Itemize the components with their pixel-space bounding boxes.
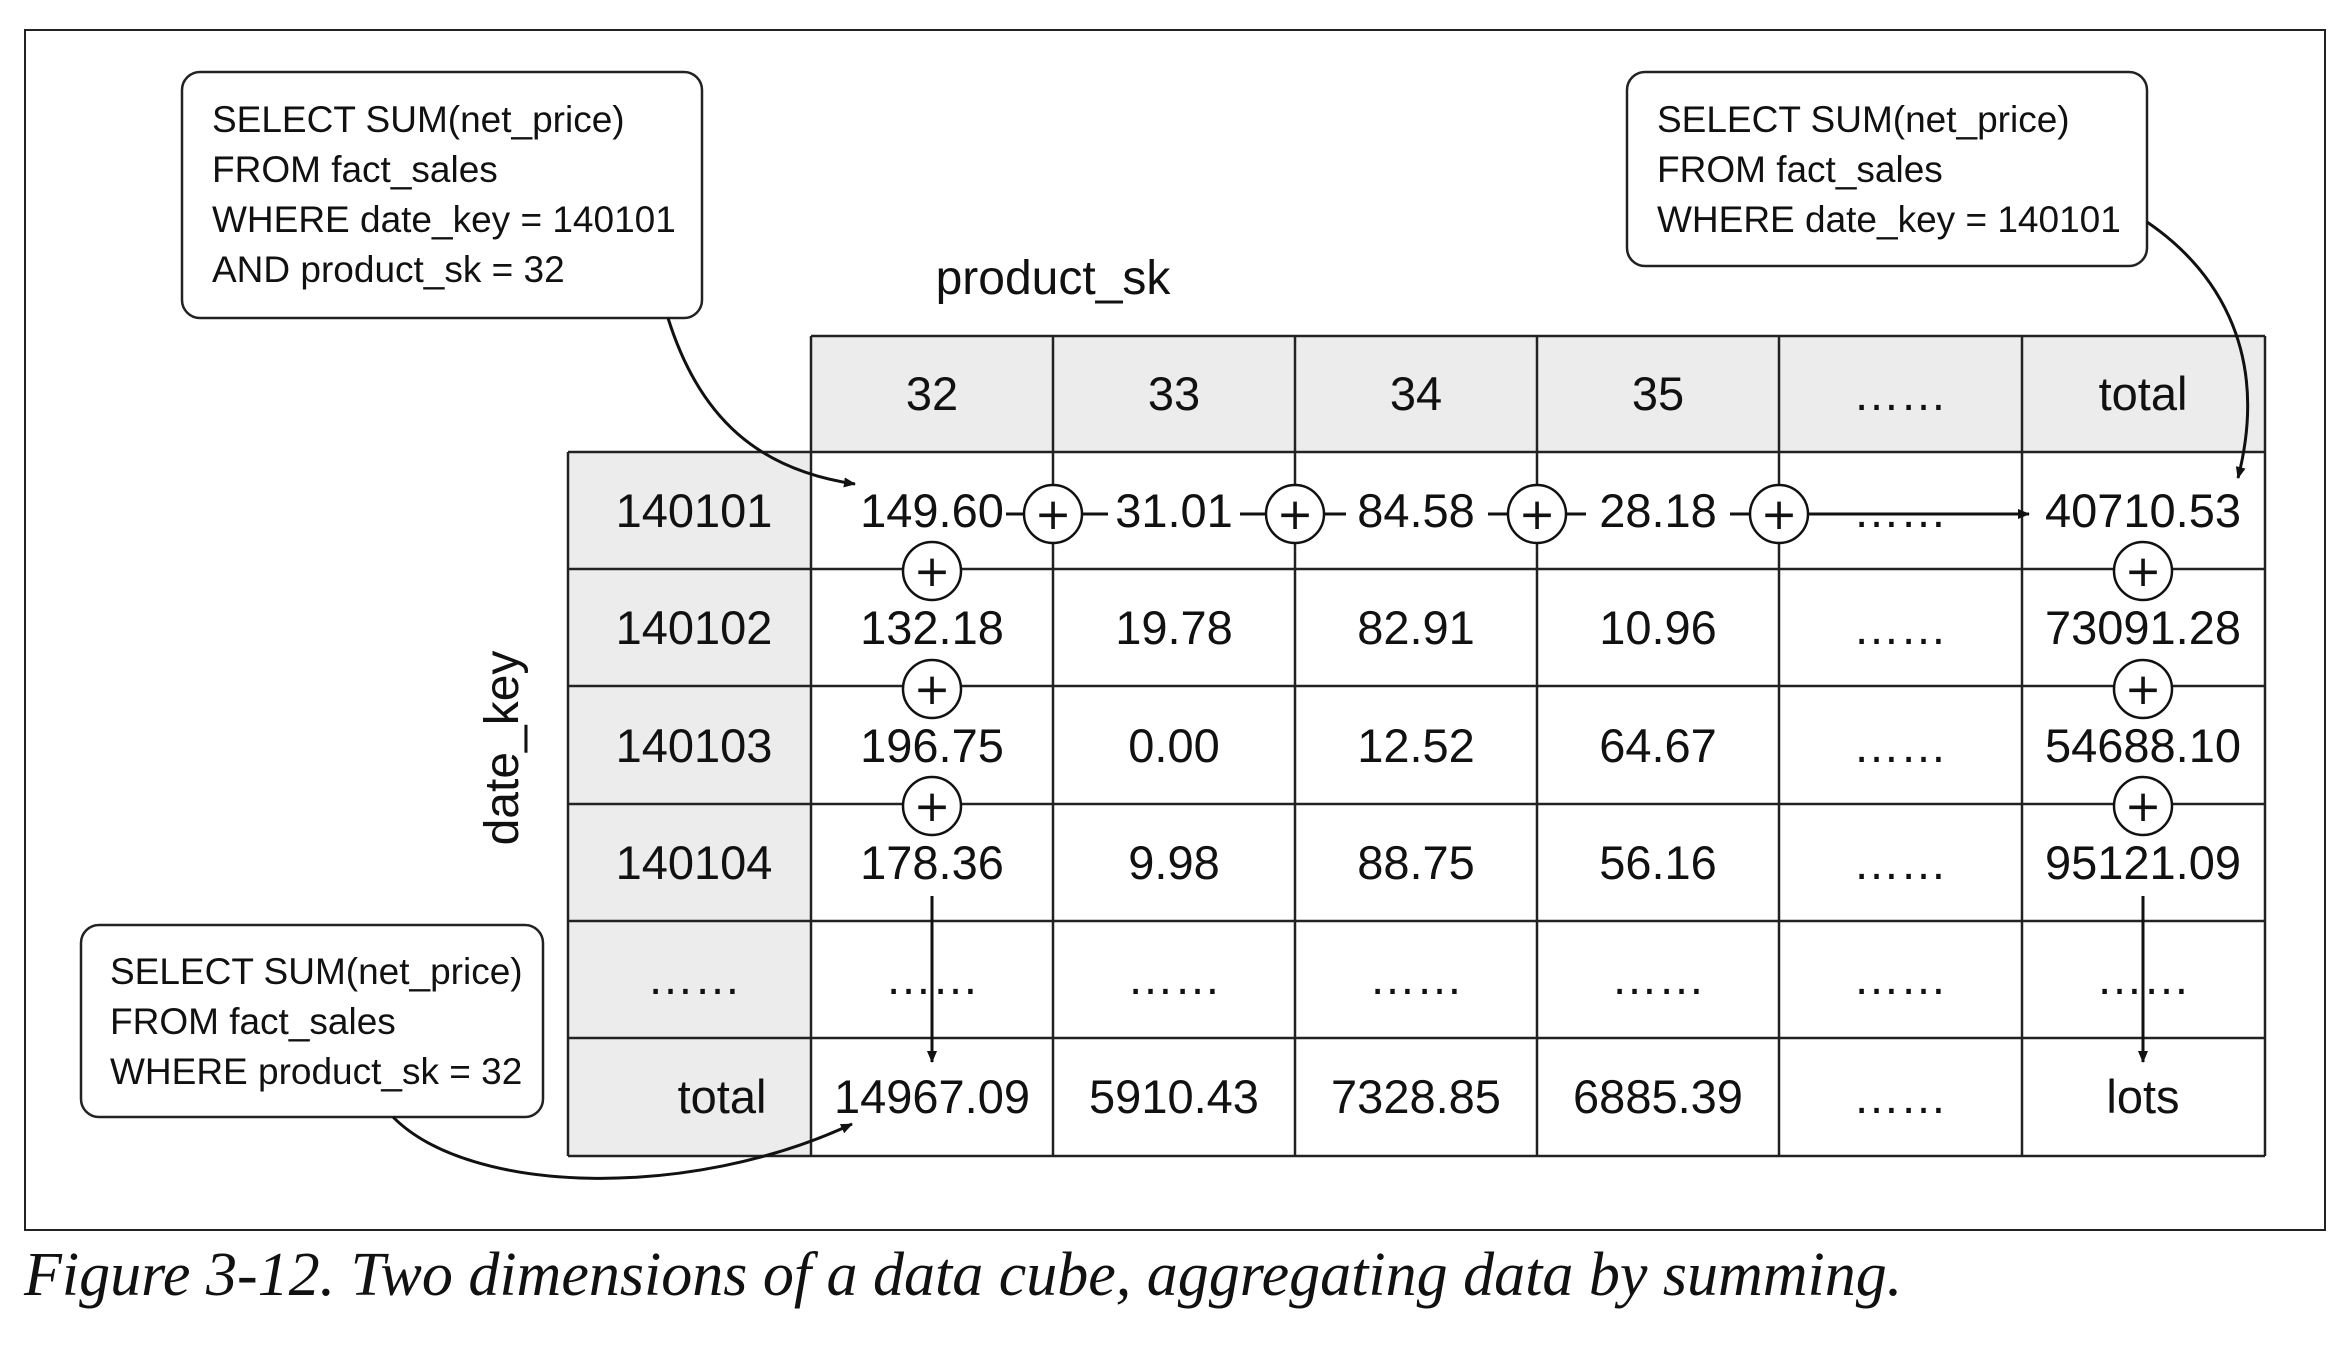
table-cell: 0.00 bbox=[1128, 719, 1219, 772]
table-cell: …… bbox=[1369, 951, 1463, 1004]
table-grid bbox=[566, 334, 2267, 1158]
column-header: 35 bbox=[1632, 367, 1684, 420]
row-header: 140102 bbox=[616, 601, 773, 654]
table-cell: …… bbox=[1853, 951, 1947, 1004]
callout-line: SELECT SUM(net_price) bbox=[1657, 99, 2070, 140]
figure-frame bbox=[24, 29, 2326, 1231]
cell-query-callout: SELECT SUM(net_price) FROM fact_sales WH… bbox=[180, 70, 704, 320]
table-cell: 54688.10 bbox=[2045, 719, 2241, 772]
table-cell: …… bbox=[1853, 719, 1947, 772]
callout-line: SELECT SUM(net_price) bbox=[212, 99, 625, 140]
table-cell: …… bbox=[1127, 951, 1221, 1004]
row-header: …… bbox=[647, 951, 741, 1004]
row-header: 140104 bbox=[616, 836, 773, 889]
table-cell: 196.75 bbox=[860, 719, 1004, 772]
table-cell: 82.91 bbox=[1357, 601, 1475, 654]
svg-text:+: + bbox=[2125, 664, 2162, 715]
svg-text:+: + bbox=[1761, 489, 1798, 540]
table-cell: …… bbox=[1853, 836, 1947, 889]
column-header: 33 bbox=[1148, 367, 1200, 420]
table-cell: 64.67 bbox=[1599, 719, 1717, 772]
table-cell: 132.18 bbox=[860, 601, 1004, 654]
plus-operator: + bbox=[1022, 483, 1084, 545]
table-cell: 9.98 bbox=[1128, 836, 1219, 889]
table-cell: …… bbox=[1853, 484, 1947, 537]
plus-operator: + bbox=[901, 658, 963, 720]
table-row: total 14967.09 5910.43 7328.85 6885.39 …… bbox=[678, 1070, 2180, 1123]
plus-operator: + bbox=[2112, 540, 2174, 602]
table-cell: 73091.28 bbox=[2045, 601, 2241, 654]
column-query-callout: SELECT SUM(net_price) FROM fact_sales WH… bbox=[79, 923, 545, 1119]
plus-operator: + bbox=[2112, 775, 2174, 837]
table-cell: 40710.53 bbox=[2045, 484, 2241, 537]
plus-operator: + bbox=[901, 540, 963, 602]
plus-operator: + bbox=[1748, 483, 1810, 545]
plus-operator: + bbox=[1506, 483, 1568, 545]
svg-text:+: + bbox=[914, 664, 951, 715]
table-cell: …… bbox=[1611, 951, 1705, 1004]
table-cell: 6885.39 bbox=[1573, 1070, 1743, 1123]
plus-operator: + bbox=[901, 775, 963, 837]
column-header: 32 bbox=[906, 367, 958, 420]
table-cell: 84.58 bbox=[1357, 484, 1475, 537]
table-cell: 19.78 bbox=[1115, 601, 1233, 654]
column-header: 34 bbox=[1390, 367, 1442, 420]
table-row: 140102 132.18 19.78 82.91 10.96 …… 73091… bbox=[616, 601, 2241, 654]
column-headers: 32 33 34 35 …… total bbox=[906, 367, 2188, 420]
callout-line: FROM fact_sales bbox=[110, 1001, 396, 1042]
row-header: total bbox=[678, 1070, 767, 1123]
callout-line: WHERE date_key = 140101 bbox=[212, 199, 676, 240]
table-cell: 5910.43 bbox=[1089, 1070, 1259, 1123]
table-row: 140103 196.75 0.00 12.52 64.67 …… 54688.… bbox=[616, 719, 2241, 772]
table-cell: 14967.09 bbox=[834, 1070, 1030, 1123]
callout-line: WHERE product_sk = 32 bbox=[110, 1051, 522, 1092]
table-cell: 10.96 bbox=[1599, 601, 1717, 654]
row-query-callout: SELECT SUM(net_price) FROM fact_sales WH… bbox=[1625, 70, 2149, 268]
table-cell: …… bbox=[1853, 601, 1947, 654]
callout-line: WHERE date_key = 140101 bbox=[1657, 199, 2121, 240]
row-header: 140103 bbox=[616, 719, 773, 772]
svg-text:+: + bbox=[1277, 489, 1314, 540]
figure-caption: Figure 3-12. Two dimensions of a data cu… bbox=[24, 1241, 1903, 1309]
table-cell: 7328.85 bbox=[1331, 1070, 1501, 1123]
date-key-axis-label: date_key bbox=[476, 651, 529, 846]
product-sk-axis-label: product_sk bbox=[936, 252, 1172, 305]
table-cell: 31.01 bbox=[1115, 484, 1233, 537]
svg-text:+: + bbox=[1035, 489, 1072, 540]
column-query-arrow bbox=[391, 1115, 853, 1180]
svg-text:+: + bbox=[914, 546, 951, 597]
table-cell: 149.60 bbox=[860, 484, 1004, 537]
callout-line: SELECT SUM(net_price) bbox=[110, 951, 523, 992]
svg-text:+: + bbox=[914, 781, 951, 832]
table-row: …… …… …… …… …… …… …… bbox=[647, 951, 2190, 1004]
table-cell: 95121.09 bbox=[2045, 836, 2241, 889]
svg-text:+: + bbox=[2125, 546, 2162, 597]
table-cell: 56.16 bbox=[1599, 836, 1717, 889]
cell-query-arrow bbox=[666, 317, 856, 488]
plus-operator: + bbox=[2112, 658, 2174, 720]
table-cell: lots bbox=[2106, 1070, 2179, 1123]
table-cell: 178.36 bbox=[860, 836, 1004, 889]
plus-operator: + bbox=[1264, 483, 1326, 545]
callout-line: AND product_sk = 32 bbox=[212, 249, 565, 290]
callout-line: FROM fact_sales bbox=[212, 149, 498, 190]
row-query-arrow bbox=[2146, 220, 2249, 479]
table-row: 140101 149.60 31.01 84.58 28.18 …… 40710… bbox=[616, 484, 2241, 537]
svg-text:+: + bbox=[1519, 489, 1556, 540]
svg-text:+: + bbox=[2125, 781, 2162, 832]
table-cell: 12.52 bbox=[1357, 719, 1475, 772]
table-cell: 88.75 bbox=[1357, 836, 1475, 889]
row-header: 140101 bbox=[616, 484, 773, 537]
table-row: 140104 178.36 9.98 88.75 56.16 …… 95121.… bbox=[616, 836, 2241, 889]
column-header: …… bbox=[1853, 367, 1947, 420]
column-header: total bbox=[2099, 367, 2188, 420]
table-cell: …… bbox=[1853, 1070, 1947, 1123]
callout-line: FROM fact_sales bbox=[1657, 149, 1943, 190]
table-cell: 28.18 bbox=[1599, 484, 1717, 537]
